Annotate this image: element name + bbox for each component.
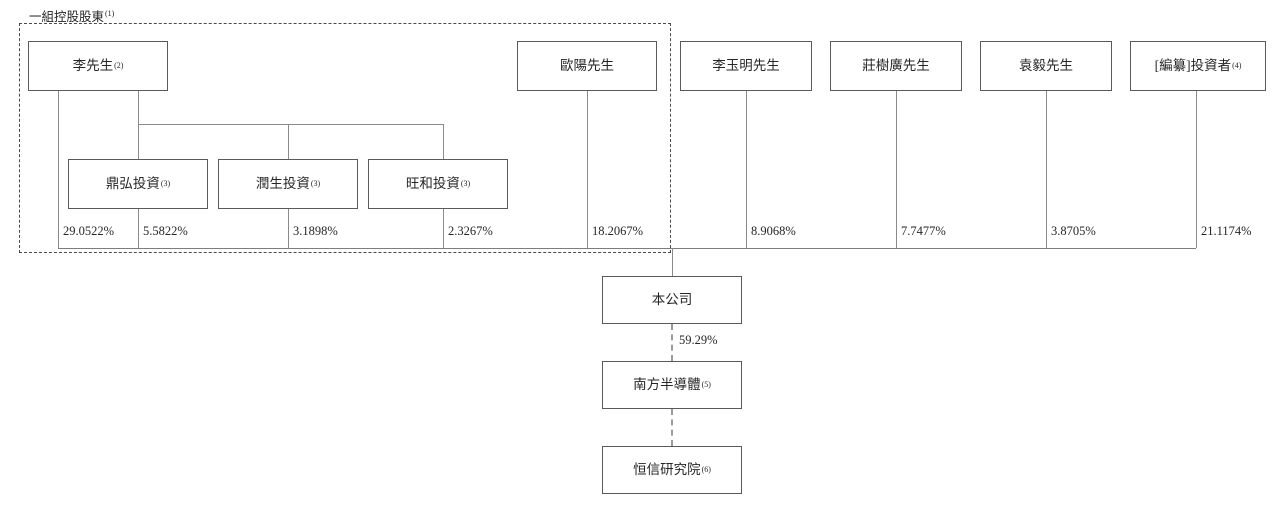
- node-ouyang-xiansheng-label: 歐陽先生: [560, 57, 614, 73]
- node-li-xiansheng-label: 李先生: [72, 57, 114, 73]
- percentage-yuanyi: 3.8705%: [1051, 224, 1096, 238]
- connector-li-branch-bus: [138, 124, 443, 125]
- connector-runsheng-down: [288, 209, 289, 248]
- connector-ouyang-down: [587, 91, 588, 248]
- node-wanghe-investment-superscript: (3): [460, 179, 471, 188]
- percentage-investors: 21.1174%: [1201, 224, 1252, 238]
- percentage-ouyang: 18.2067%: [592, 224, 644, 238]
- node-dinghong-investment-superscript: (3): [160, 179, 171, 188]
- node-li-xiansheng[interactable]: 李先生(2): [28, 41, 168, 91]
- connector-liyuming-down: [746, 91, 747, 248]
- node-wanghe-investment-label: 旺和投資: [405, 175, 460, 191]
- connector-to-wanghe: [443, 124, 444, 159]
- node-hengxin-research-institute-superscript: (6): [701, 465, 711, 474]
- group-label-text: 一組控股股東: [29, 10, 105, 24]
- group-label-superscript: (1): [105, 8, 115, 18]
- ownership-aggregation-bus: [58, 248, 1196, 249]
- percentage-li-direct: 29.0522%: [63, 224, 115, 238]
- node-bianzuan-investors[interactable]: [編纂]投資者(4): [1130, 41, 1266, 91]
- connector-wanghe-down: [443, 209, 444, 248]
- percentage-wanghe: 2.3267%: [448, 224, 493, 238]
- node-hengxin-research-institute-label: 恒信研究院: [633, 461, 701, 477]
- node-bianzuan-investors-label: [編纂]投資者: [1154, 57, 1232, 73]
- node-ouyang-xiansheng[interactable]: 歐陽先生: [517, 41, 657, 91]
- node-li-yuming-xiansheng-label: 李玉明先生: [712, 57, 780, 73]
- node-zhuang-shuguang-xiansheng-label: 莊樹廣先生: [862, 57, 930, 73]
- node-bianzuan-investors-superscript: (4): [1232, 61, 1242, 70]
- connector-to-runsheng: [288, 124, 289, 159]
- controlling-shareholder-group-boundary: [19, 23, 671, 253]
- percentage-runsheng: 3.1898%: [293, 224, 338, 238]
- controlling-shareholder-group-label: 一組控股股東(1): [29, 6, 114, 25]
- connector-bus-to-company: [672, 248, 673, 276]
- node-the-company[interactable]: 本公司: [602, 276, 742, 324]
- node-dinghong-investment[interactable]: 鼎弘投資(3): [68, 159, 208, 209]
- node-runsheng-investment-label: 潤生投資: [255, 175, 310, 191]
- connector-nanfang-to-hengxin: [671, 409, 673, 446]
- percentage-dinghong: 5.5822%: [143, 224, 188, 238]
- connector-investors-down: [1196, 91, 1197, 248]
- node-yuan-yi-xiansheng[interactable]: 袁毅先生: [980, 41, 1112, 91]
- node-hengxin-research-institute[interactable]: 恒信研究院(6): [602, 446, 742, 494]
- connector-dinghong-down: [138, 209, 139, 248]
- node-nanfang-semiconductor-label: 南方半導體: [633, 376, 701, 392]
- node-wanghe-investment[interactable]: 旺和投資(3): [368, 159, 508, 209]
- connector-zhuangshuguang-down: [896, 91, 897, 248]
- node-yuan-yi-xiansheng-label: 袁毅先生: [1019, 57, 1073, 73]
- node-nanfang-semiconductor[interactable]: 南方半導體(5): [602, 361, 742, 409]
- node-nanfang-semiconductor-superscript: (5): [701, 380, 711, 389]
- node-runsheng-investment[interactable]: 潤生投資(3): [218, 159, 358, 209]
- connector-li-direct: [58, 91, 59, 248]
- node-li-yuming-xiansheng[interactable]: 李玉明先生: [680, 41, 812, 91]
- node-runsheng-investment-superscript: (3): [310, 179, 321, 188]
- connector-company-to-nanfang: [671, 324, 673, 361]
- node-dinghong-investment-label: 鼎弘投資: [105, 175, 160, 191]
- node-zhuang-shuguang-xiansheng[interactable]: 莊樹廣先生: [830, 41, 962, 91]
- node-li-xiansheng-superscript: (2): [114, 61, 124, 70]
- percentage-company-to-nanfang: 59.29%: [679, 333, 718, 347]
- percentage-zhuangshuguang: 7.7477%: [901, 224, 946, 238]
- node-the-company-label: 本公司: [651, 291, 693, 307]
- connector-yuanyi-down: [1046, 91, 1047, 248]
- percentage-liyuming: 8.9068%: [751, 224, 796, 238]
- connector-li-stem: [138, 91, 139, 159]
